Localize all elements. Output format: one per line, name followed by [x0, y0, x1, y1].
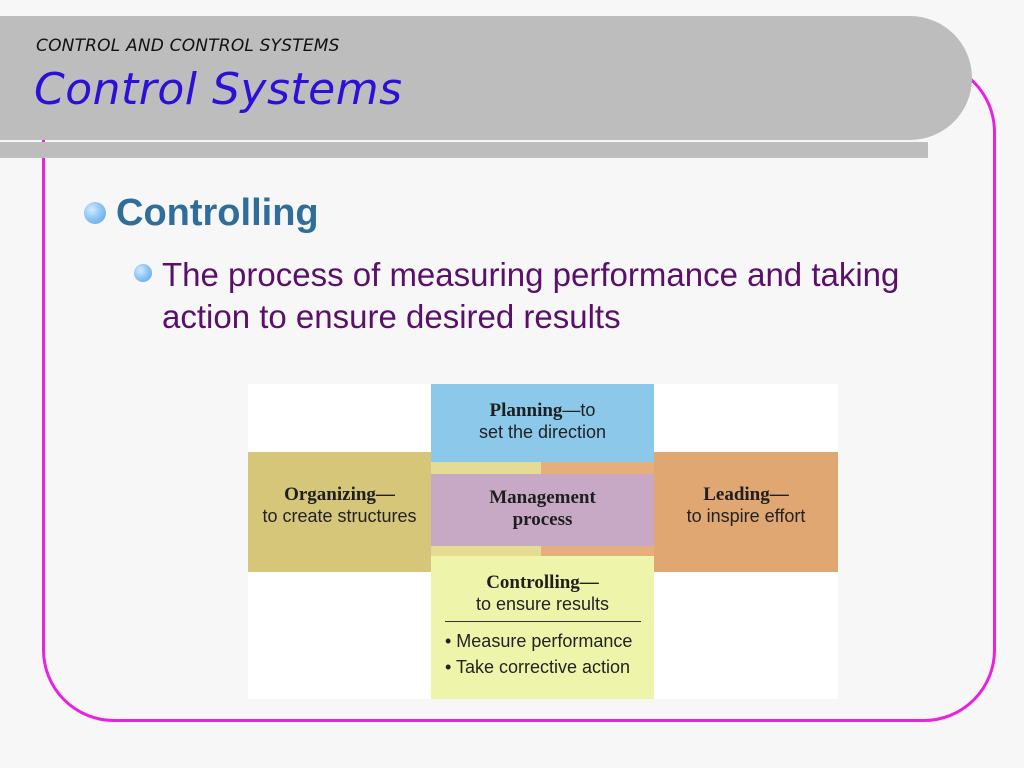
leading-heading: Leading— [703, 484, 789, 505]
bullet-controlling: Controlling [84, 190, 319, 236]
controlling-divider [444, 621, 641, 622]
planning-heading: Planning [489, 400, 563, 421]
box-planning: Planning—to set the direction [431, 384, 654, 462]
banner-underline [0, 142, 928, 158]
organizing-description: to create structures [262, 506, 417, 526]
slide-title: Control Systems [34, 64, 403, 115]
planning-description: set the direction [478, 422, 607, 442]
controlling-heading: Controlling— [486, 572, 599, 593]
action-measure-performance: • Measure performance [445, 631, 633, 651]
box-organizing: Organizing— to create structures [248, 452, 431, 572]
bullet-text: The process of measuring performance and… [162, 256, 900, 335]
box-controlling: Controlling— to ensure results • Measure… [431, 556, 654, 699]
management-line-2: process [512, 509, 573, 530]
section-label: CONTROL AND CONTROL SYSTEMS [36, 36, 340, 56]
management-process-diagram: Organizing— to create structures Leading… [248, 384, 838, 699]
bullet-dot-icon [134, 264, 152, 282]
leading-description: to inspire effort [686, 506, 806, 526]
bullet-text: Controlling [116, 192, 319, 234]
controlling-description: to ensure results [475, 594, 610, 614]
box-leading: Leading— to inspire effort [654, 452, 838, 572]
planning-dash: —to [562, 400, 596, 420]
organizing-heading: Organizing— [284, 484, 395, 505]
bullet-definition: The process of measuring performance and… [134, 254, 954, 338]
box-management-process: Management process [431, 474, 654, 546]
management-line-1: Management [489, 487, 596, 508]
bullet-dot-icon [84, 202, 106, 224]
action-take-corrective-action: • Take corrective action [445, 657, 631, 677]
title-banner [0, 16, 972, 140]
